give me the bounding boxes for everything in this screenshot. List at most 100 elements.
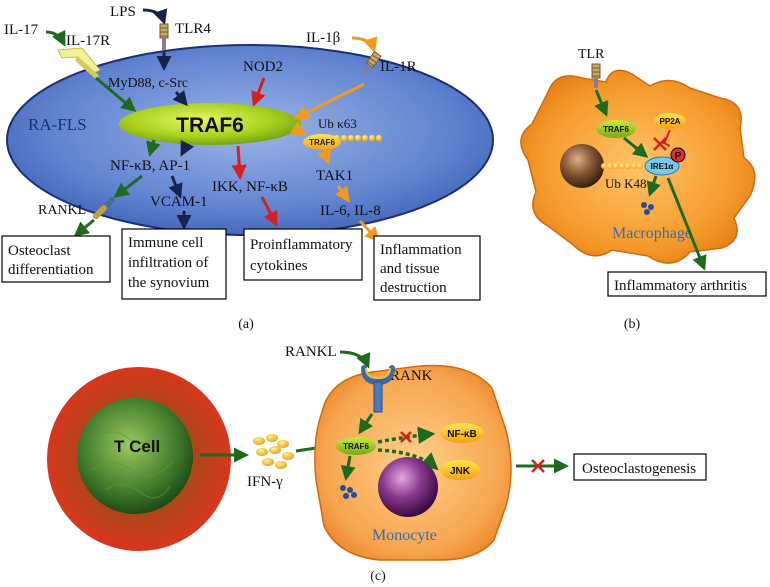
panel-a: RA-FLS TRAF6 IL-17 IL-17R LPS TLR4 MyD88… (1, 4, 494, 332)
box-inflammation-line2: and tissue (380, 261, 440, 277)
inhibition-bar (661, 141, 671, 147)
box-inflammation-line1: Inflammation (380, 242, 462, 258)
block-x-icon-c (400, 431, 412, 443)
arrow-nfkb-rankl (113, 174, 143, 198)
traf6-small-node (303, 134, 341, 150)
tak1-label: TAK1 (316, 168, 353, 184)
arrow-tak1-il6 (334, 185, 350, 203)
macrophage-nucleus (560, 144, 604, 188)
arrow-nod2-traf6 (251, 77, 266, 107)
il17r-label: IL-17R (66, 33, 110, 49)
pp2a-node (654, 113, 686, 129)
arrow-il17-il17r (45, 29, 66, 47)
il17r-receptor-icon (57, 47, 101, 79)
il1r-receptor-icon (362, 50, 382, 75)
block-x-icon-c2 (531, 459, 545, 473)
macrophage-label: Macrophage (612, 225, 692, 242)
traf6-label: TRAF6 (176, 114, 244, 137)
rank-label: RANK (390, 368, 433, 384)
arrow-myd88-traf6 (172, 89, 188, 107)
arrow-traf6-to-small (289, 121, 307, 136)
il17-label: IL-17 (4, 22, 39, 38)
arrow-rankl-osteoclast (73, 218, 95, 237)
arrow-ire1a-arthritis (666, 177, 707, 271)
box-inflammation-line3: destruction (380, 280, 447, 296)
box-proinflammatory-cytokines: Proinflammatory cytokines (243, 228, 363, 281)
panel-b: TLR TRAF6 PP2A Ub K48 (520, 47, 767, 332)
box-inflammation-tissue-destruction: Inflammation and tissue destruction (373, 235, 481, 301)
nfkb-ap1-label: NF-κB, AP-1 (110, 158, 190, 174)
vcam1-label: VCAM-1 (150, 194, 208, 210)
nfkb-node (440, 423, 484, 443)
rankl-membrane-icon (93, 197, 115, 219)
rank-receptor-icon (361, 365, 395, 413)
traf6-node (119, 103, 301, 145)
box-arthritis-text: Inflammatory arthritis (614, 278, 747, 294)
il6-il8-label: IL-6, IL-8 (320, 203, 381, 219)
arrow-traf6-nfkb (146, 139, 161, 157)
panel-a-label: (a) (238, 317, 254, 332)
arrow-traf6-degradation-c (340, 455, 356, 481)
t-cell-label: T Cell (114, 437, 160, 456)
pp2a-label: PP2A (660, 117, 681, 126)
nod2-label: NOD2 (243, 59, 283, 75)
panel-c-label: (c) (370, 569, 386, 584)
traf6-node-b (596, 120, 636, 138)
box-immune-cell-infiltration: Immune cell infiltration of the synovium (121, 228, 227, 300)
arrow-il1r-traf6 (293, 82, 365, 120)
box-immune-line1: Immune cell (128, 235, 203, 251)
box-osteoclast-differentiation: Osteoclast differentiation (1, 235, 111, 283)
il1b-label: IL-1β (306, 30, 340, 46)
t-cell-nucleus (77, 398, 193, 514)
arrow-ikk-proinflam (260, 196, 278, 227)
nfkb-label: NF-κB (447, 429, 476, 440)
box-proinflam-line1: Proinflammatory (250, 237, 353, 253)
rankl-label-c: RANKL (285, 344, 337, 360)
box-immune-line3: the synovium (128, 275, 210, 291)
arrow-traf6-ap1 (180, 139, 195, 157)
il1r-label: IL-1R (380, 59, 417, 75)
jnk-label: JNK (450, 466, 471, 477)
phosphate-label: P (675, 151, 682, 162)
box-osteoclastogenesis-text: Osteoclastogenesis (582, 461, 696, 477)
proteasome-fragments-icon-c (340, 485, 357, 499)
ub-k63-label: Ub κ63 (318, 116, 357, 131)
traf6-label-b: TRAF6 (603, 125, 629, 134)
arrow-rankl-rank (339, 350, 371, 369)
arrow-ap1-vcam1 (168, 175, 183, 199)
ifn-gamma-molecules-icon (253, 434, 294, 469)
jnk-node (440, 460, 480, 480)
panel-c: T Cell IFN-γ RANKL RANK TRAF6 (47, 344, 707, 584)
tlr4-receptor-icon (159, 23, 169, 50)
block-x-icon (653, 137, 667, 151)
panel-b-label: (b) (624, 317, 641, 332)
rankl-label-a: RANKL (38, 203, 86, 218)
tlr4-label: TLR4 (175, 21, 211, 37)
ikk-nfkb-label: IKK, NF-κB (212, 179, 288, 195)
box-proinflam-line2: cytokines (250, 258, 308, 274)
box-osteoclast-line1: Osteoclast (8, 243, 71, 259)
monocyte-nucleus (378, 457, 438, 517)
arrow-traf6-ire1a (623, 136, 649, 158)
tlr-label: TLR (578, 47, 605, 62)
inhibition-pp2a-ire1a (663, 129, 671, 145)
arrow-ire1a-degradation (646, 175, 661, 197)
ire1a-label: IRE1α (651, 162, 674, 171)
ifn-gamma-label: IFN-γ (247, 474, 283, 490)
ra-fls-label: RA-FLS (28, 115, 87, 134)
traf6-label-c: TRAF6 (343, 442, 369, 451)
box-osteoclast-line2: differentiation (8, 262, 94, 278)
monocyte-label: Monocyte (372, 527, 437, 544)
traf6-node-c (336, 437, 376, 455)
ub-k48-label: Ub K48 (605, 176, 647, 191)
arrow-traf6-ikk (231, 145, 247, 180)
traf6-small-label: TRAF6 (309, 138, 335, 147)
myd88-label: MyD88, c-Src (108, 76, 188, 91)
arrow-tlr-traf6 (594, 89, 609, 117)
tlr-receptor-icon (591, 63, 601, 88)
arrow-small-tak1 (316, 148, 331, 165)
arrow-lps-tlr4 (142, 8, 168, 25)
phosphate-icon (670, 147, 686, 163)
ubiquitin-chain-b-icon (601, 163, 643, 169)
